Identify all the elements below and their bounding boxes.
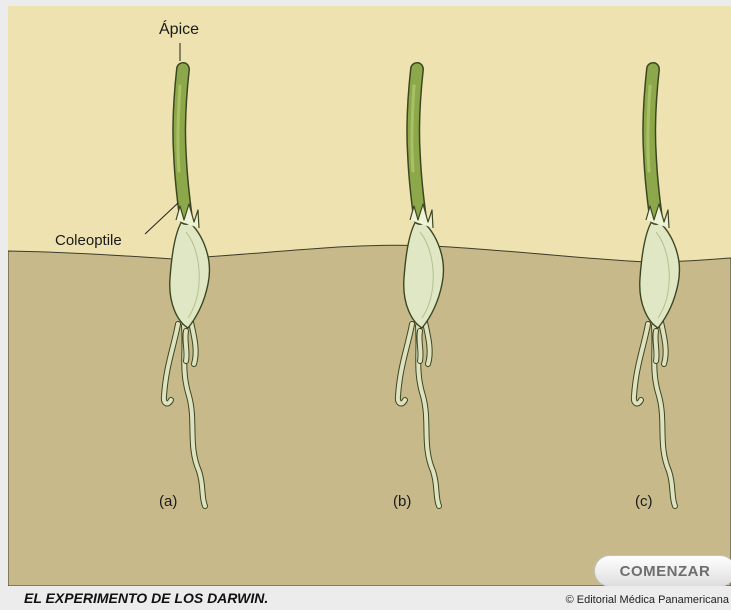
root-4-fill (185, 331, 186, 361)
seedling-label-c: (c) (635, 493, 653, 510)
experiment-title: EL EXPERIMENTO DE LOS DARWIN. (24, 590, 268, 606)
start-button[interactable]: COMENZAR (594, 555, 731, 586)
copyright-credit: © Editorial Médica Panamericana (566, 594, 729, 606)
seedling-label-a: (a) (159, 493, 177, 510)
seedling-label-b: (b) (393, 493, 411, 510)
apex-label: Ápice (159, 21, 199, 39)
experiment-panel: Ápice Coleoptile (a) (b) (c) COMENZAR (8, 6, 731, 586)
soil (8, 245, 731, 586)
root-4-fill (655, 331, 656, 361)
darwin-experiment-illustration (8, 6, 731, 586)
root-4-fill (419, 331, 420, 361)
coleoptile-label: Coleoptile (55, 232, 122, 249)
